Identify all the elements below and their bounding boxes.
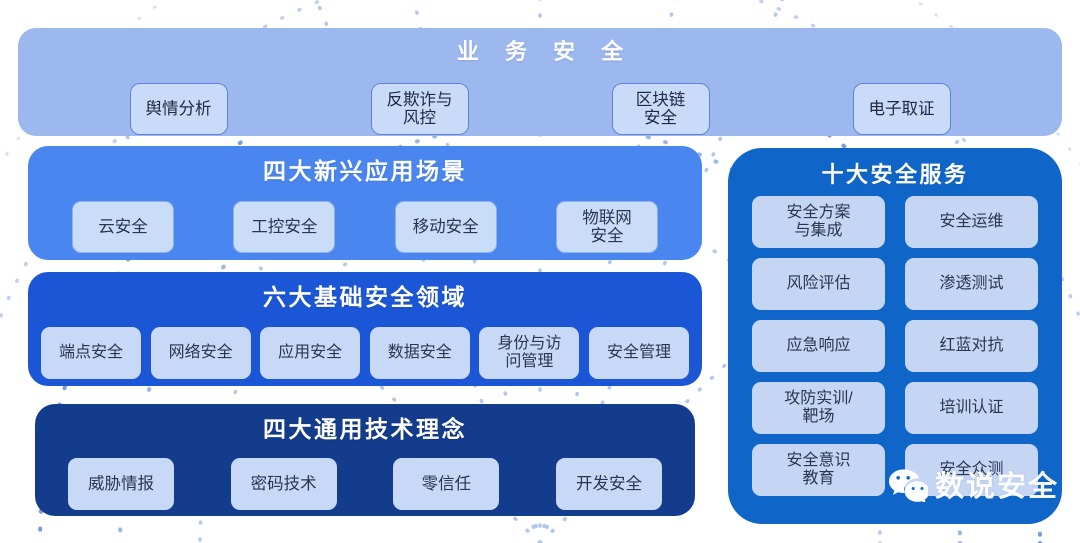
chip-basic-2[interactable]: 应用安全 <box>260 327 361 379</box>
chip-basic-4[interactable]: 身份与访 问管理 <box>479 327 580 379</box>
chip-generic-2[interactable]: 零信任 <box>393 458 500 510</box>
band-generic-title: 四大通用技术理念 <box>263 416 467 442</box>
chip-basic-0[interactable]: 端点安全 <box>41 327 141 379</box>
chip-generic-1[interactable]: 密码技术 <box>230 458 337 510</box>
chip-service-3[interactable]: 渗透测试 <box>905 258 1038 310</box>
chip-service-9[interactable]: 安全众测 <box>905 444 1038 496</box>
chip-basic-5[interactable]: 安全管理 <box>588 327 689 379</box>
band-business-security: 业 务 安 全 舆情分析 反欺诈与 风控 区块链 安全 电子取证 <box>18 28 1062 136</box>
chip-service-7[interactable]: 培训认证 <box>905 382 1038 434</box>
panel-services-title: 十大安全服务 <box>821 162 969 187</box>
band-basic-chip-row: 端点安全 网络安全 应用安全 数据安全 身份与访 问管理 安全管理 <box>28 327 702 379</box>
band-emerging-chip-row: 云安全 工控安全 移动安全 物联网 安全 <box>28 201 702 253</box>
chip-generic-0[interactable]: 威胁情报 <box>68 458 174 510</box>
band-basic-domains: 六大基础安全领域 端点安全 网络安全 应用安全 数据安全 身份与访 问管理 安全… <box>28 272 702 386</box>
chip-basic-3[interactable]: 数据安全 <box>369 327 470 379</box>
panel-security-services: 十大安全服务 安全方案 与集成 安全运维 风险评估 渗透测试 应急响应 红蓝对抗… <box>728 148 1062 524</box>
chip-service-6[interactable]: 攻防实训/ 靶场 <box>752 382 885 434</box>
band-emerging-title: 四大新兴应用场景 <box>263 158 467 184</box>
chip-emerging-3[interactable]: 物联网 安全 <box>555 201 658 253</box>
chip-service-8[interactable]: 安全意识 教育 <box>752 444 885 496</box>
band-business-chip-row: 舆情分析 反欺诈与 风控 区块链 安全 电子取证 <box>18 83 1062 135</box>
chip-business-3[interactable]: 电子取证 <box>852 83 951 135</box>
chip-emerging-2[interactable]: 移动安全 <box>394 201 497 253</box>
chip-business-2[interactable]: 区块链 安全 <box>611 83 710 135</box>
services-grid: 安全方案 与集成 安全运维 风险评估 渗透测试 应急响应 红蓝对抗 攻防实训/ … <box>752 196 1038 496</box>
chip-business-0[interactable]: 舆情分析 <box>129 83 228 135</box>
chip-emerging-1[interactable]: 工控安全 <box>233 201 336 253</box>
chip-service-2[interactable]: 风险评估 <box>752 258 885 310</box>
chip-service-4[interactable]: 应急响应 <box>752 320 885 372</box>
chip-service-1[interactable]: 安全运维 <box>905 196 1038 248</box>
chip-emerging-0[interactable]: 云安全 <box>72 201 174 253</box>
band-generic-concepts: 四大通用技术理念 威胁情报 密码技术 零信任 开发安全 <box>35 404 695 516</box>
chip-service-0[interactable]: 安全方案 与集成 <box>752 196 885 248</box>
chip-business-1[interactable]: 反欺诈与 风控 <box>370 83 469 135</box>
band-generic-chip-row: 威胁情报 密码技术 零信任 开发安全 <box>35 458 695 510</box>
chip-service-5[interactable]: 红蓝对抗 <box>905 320 1038 372</box>
chip-basic-1[interactable]: 网络安全 <box>150 327 251 379</box>
band-emerging-scenarios: 四大新兴应用场景 云安全 工控安全 移动安全 物联网 安全 <box>28 146 702 260</box>
chip-generic-3[interactable]: 开发安全 <box>555 458 662 510</box>
band-basic-title: 六大基础安全领域 <box>263 284 467 310</box>
band-business-title: 业 务 安 全 <box>456 39 634 64</box>
